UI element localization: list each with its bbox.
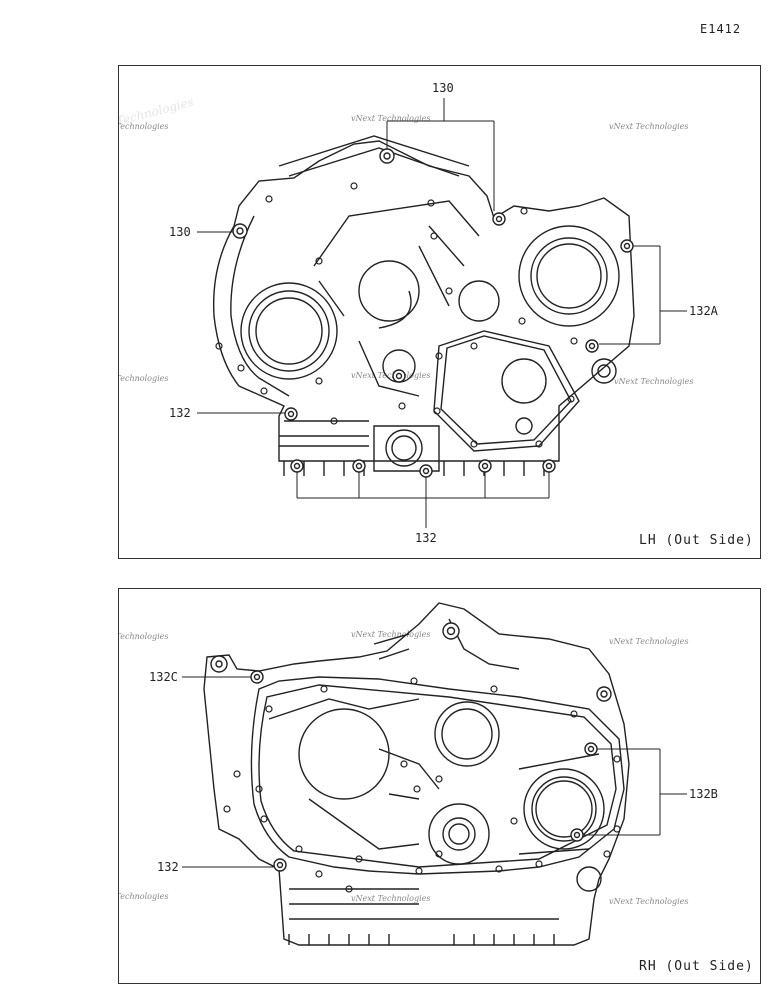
callout-132-left: 132	[157, 860, 179, 874]
watermark: vNext Technologies	[609, 122, 688, 131]
figure-code: E1412	[700, 22, 742, 36]
watermark: vNext Technologies	[351, 894, 430, 903]
lh-crankcase-drawing: vNext Technologies vNext Technologies vN…	[119, 81, 754, 548]
crankcase-outline	[212, 135, 635, 476]
rh-out-side-label: RH (Out Side)	[639, 959, 754, 974]
watermark: vNext Technologies	[119, 122, 168, 131]
callout-132a: 132A	[689, 304, 719, 318]
watermark: vNext Technologies	[119, 892, 168, 901]
callout-130-top: 130	[432, 81, 454, 95]
rh-out-side-panel: vNext Technologies vNext Technologies vN…	[118, 588, 761, 984]
callout-132c: 132C	[149, 670, 178, 684]
watermark: vNext Technologies	[351, 371, 430, 380]
callout-132b: 132B	[689, 787, 718, 801]
watermark: vNext Technologies	[609, 897, 688, 906]
callout-130-left: 130	[169, 225, 191, 239]
leader-lines	[182, 676, 687, 868]
lh-out-side-label: LH (Out Side)	[639, 533, 754, 548]
callout-132-bottom: 132	[415, 531, 437, 545]
small-bolt-group	[215, 182, 578, 448]
watermark-group: vNext Technologies vNext Technologies vN…	[119, 95, 693, 386]
watermark: vNext Technologies	[609, 637, 688, 646]
watermark: vNext Technologies	[614, 377, 693, 386]
watermark: vNext Technologies	[119, 632, 168, 641]
bolt-group	[210, 622, 612, 872]
callout-132-left: 132	[169, 406, 191, 420]
rh-crankcase-drawing: vNext Technologies vNext Technologies vN…	[119, 602, 754, 974]
small-bolt-group	[223, 677, 621, 893]
watermark: vNext Technologies	[351, 114, 430, 123]
lh-out-side-panel: vNext Technologies vNext Technologies vN…	[118, 65, 761, 559]
watermark: vNext Technologies	[119, 374, 168, 383]
watermark: vNext Technologies	[119, 95, 195, 139]
watermark: vNext Technologies	[351, 630, 430, 639]
watermark-group: vNext Technologies vNext Technologies vN…	[119, 630, 688, 906]
bolt-group	[232, 148, 634, 478]
leader-lines	[197, 98, 687, 528]
crankcase-outline	[203, 602, 630, 946]
